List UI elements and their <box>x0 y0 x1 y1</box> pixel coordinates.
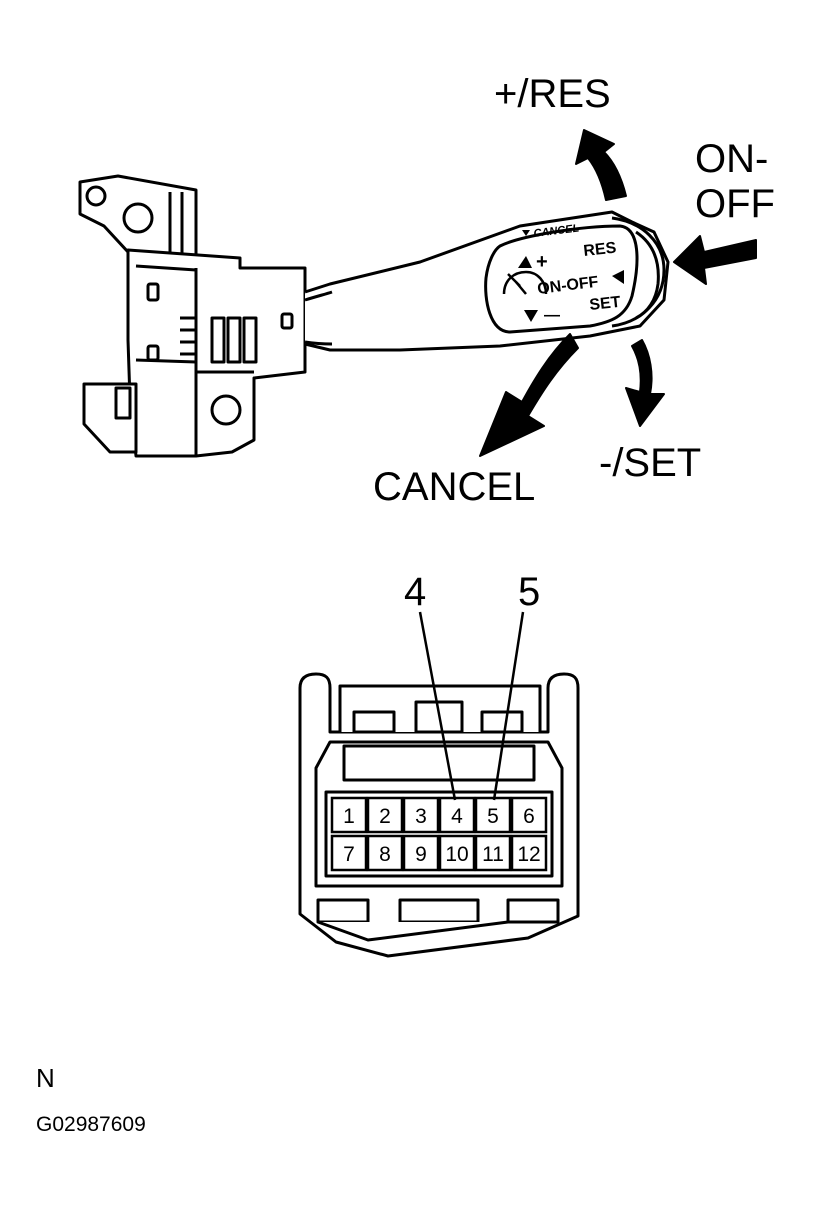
mount-hole-upper-large <box>122 202 154 234</box>
pin-cell <box>330 834 368 872</box>
label-cancel: CANCEL <box>373 465 536 509</box>
label-set: -/SET <box>599 441 702 485</box>
lever-marking-set: SET <box>589 294 622 314</box>
pin-number: 1 <box>343 805 355 828</box>
label-res: +/RES <box>494 72 611 116</box>
pin-cell <box>366 796 404 834</box>
pin-cell <box>510 834 548 872</box>
pin-number: 10 <box>445 843 468 866</box>
callout-pin-4: 4 <box>404 570 427 614</box>
lever-marking-cancel: CANCEL <box>533 222 580 240</box>
lever-marking-plus: + <box>536 251 548 273</box>
pin-cell <box>474 834 512 872</box>
pin-number: 6 <box>523 805 535 828</box>
lever-marking-triangles <box>518 230 624 322</box>
arrow-on-off-push <box>673 235 757 285</box>
lever-face <box>484 224 639 334</box>
pin-cell <box>402 834 440 872</box>
lever-marking-res: RES <box>583 240 618 260</box>
pin-number: 9 <box>415 843 427 866</box>
arrow-set-down <box>625 339 665 427</box>
cruise-speedometer-icon <box>502 270 548 295</box>
pin-cell <box>438 796 476 834</box>
pin-number: 12 <box>517 843 540 866</box>
triangle-up-icon <box>518 256 532 268</box>
callout-line-pin-5 <box>492 611 525 801</box>
footer-letter: N <box>36 1063 55 1093</box>
label-on-off-line1: ON- <box>695 137 769 181</box>
mount-hole-lower <box>210 394 242 426</box>
pin-numbers: 1 2 3 4 5 6 7 8 9 10 11 12 <box>343 805 541 866</box>
pin-cell <box>366 834 404 872</box>
callout-pin-5: 5 <box>518 570 541 614</box>
pin-number: 2 <box>379 805 391 828</box>
pin-number: 8 <box>379 843 391 866</box>
figure-code: G02987609 <box>36 1113 146 1136</box>
pin-number: 4 <box>451 805 463 828</box>
pin-number: 5 <box>487 805 499 828</box>
mount-hole-upper <box>85 185 107 207</box>
pin-cell <box>330 796 368 834</box>
pin-number: 7 <box>343 843 355 866</box>
arrow-cancel-down <box>479 333 579 457</box>
callout-line-pin-4 <box>418 611 457 801</box>
pin-cell <box>438 834 476 872</box>
pin-cell <box>402 796 440 834</box>
pin-number: 11 <box>482 843 504 866</box>
pin-grid <box>330 796 548 872</box>
triangle-down-icon <box>524 310 538 322</box>
pin-cell <box>474 796 512 834</box>
triangle-left-icon <box>612 270 624 284</box>
pin-cell <box>510 796 548 834</box>
pin-number: 3 <box>415 805 427 828</box>
lever-marking-minus: — <box>544 307 560 324</box>
label-on-off-line2: OFF <box>695 182 775 226</box>
arrow-res-up <box>575 129 627 201</box>
triangle-small-icon <box>522 230 530 236</box>
